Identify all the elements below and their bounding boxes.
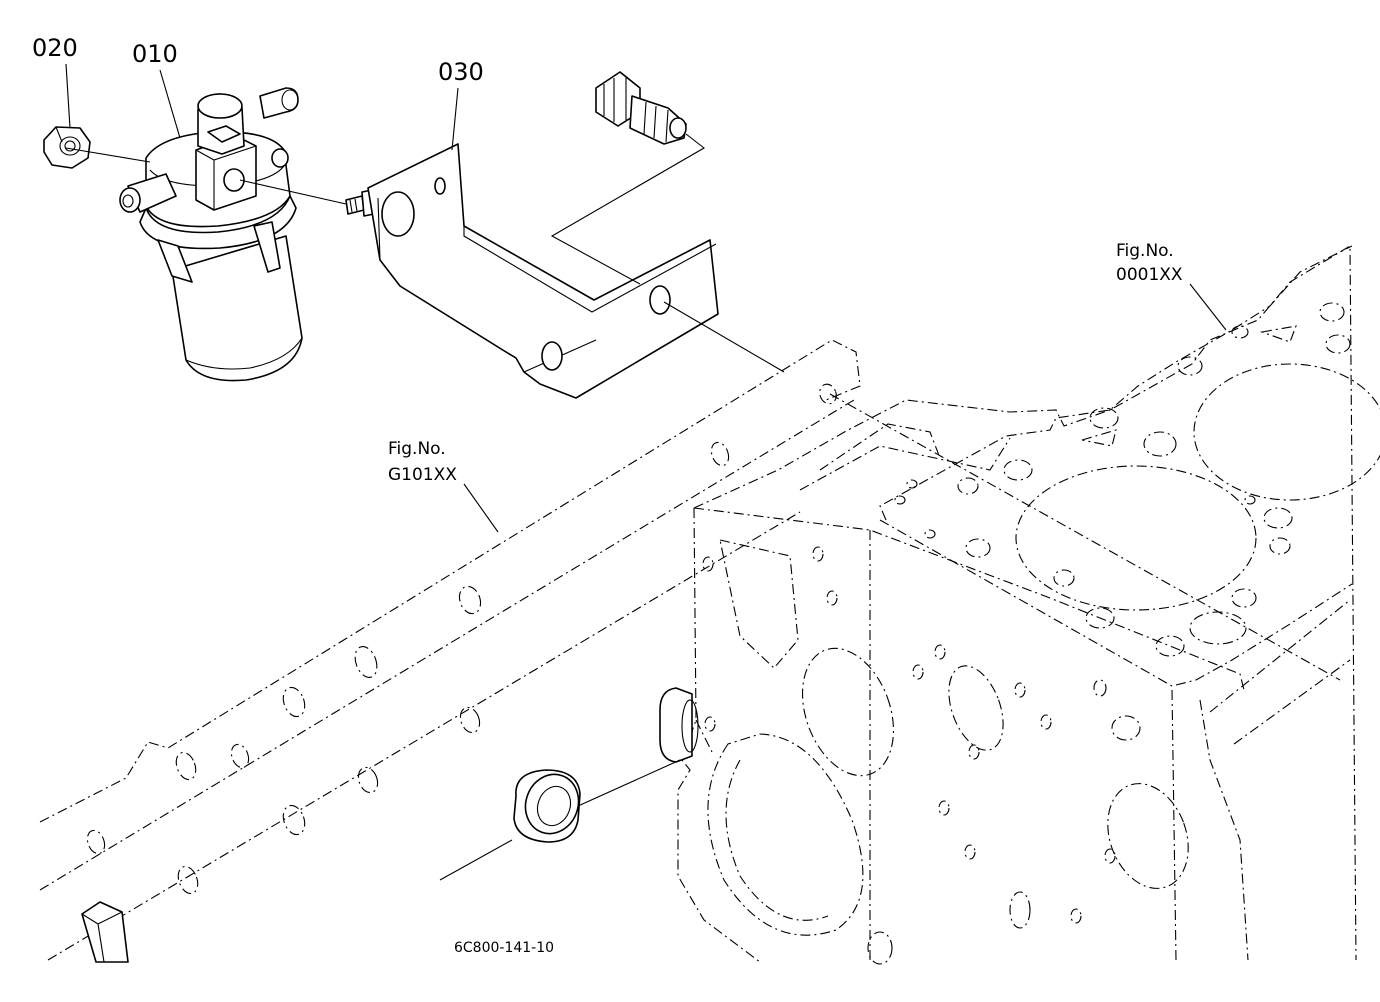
lower-left-casting — [81, 901, 129, 963]
part-030-bracket[interactable] — [367, 143, 719, 399]
fig-ref-label-head: Fig.No. — [1116, 241, 1174, 261]
engine-crankcase — [39, 245, 1357, 965]
banjo-bolt[interactable] — [595, 71, 687, 145]
oil-seal-collar[interactable] — [513, 767, 587, 843]
part-010-fuel-filter[interactable] — [119, 87, 303, 382]
part-020-nut[interactable] — [43, 126, 91, 169]
fig-ref-value-block: G101XX — [388, 465, 457, 485]
cylinder-head-gasket — [879, 245, 1380, 687]
assembly-leader-lines — [65, 63, 1341, 881]
side-boss — [659, 687, 699, 763]
fig-ref-value-head: 0001XX — [1116, 265, 1183, 285]
callout-020: 020 — [32, 34, 78, 62]
fig-ref-label-block: Fig.No. — [388, 439, 446, 459]
callout-010: 010 — [132, 40, 178, 68]
drawing-code: 6C800-141-10 — [454, 940, 554, 956]
callout-030: 030 — [438, 58, 484, 86]
